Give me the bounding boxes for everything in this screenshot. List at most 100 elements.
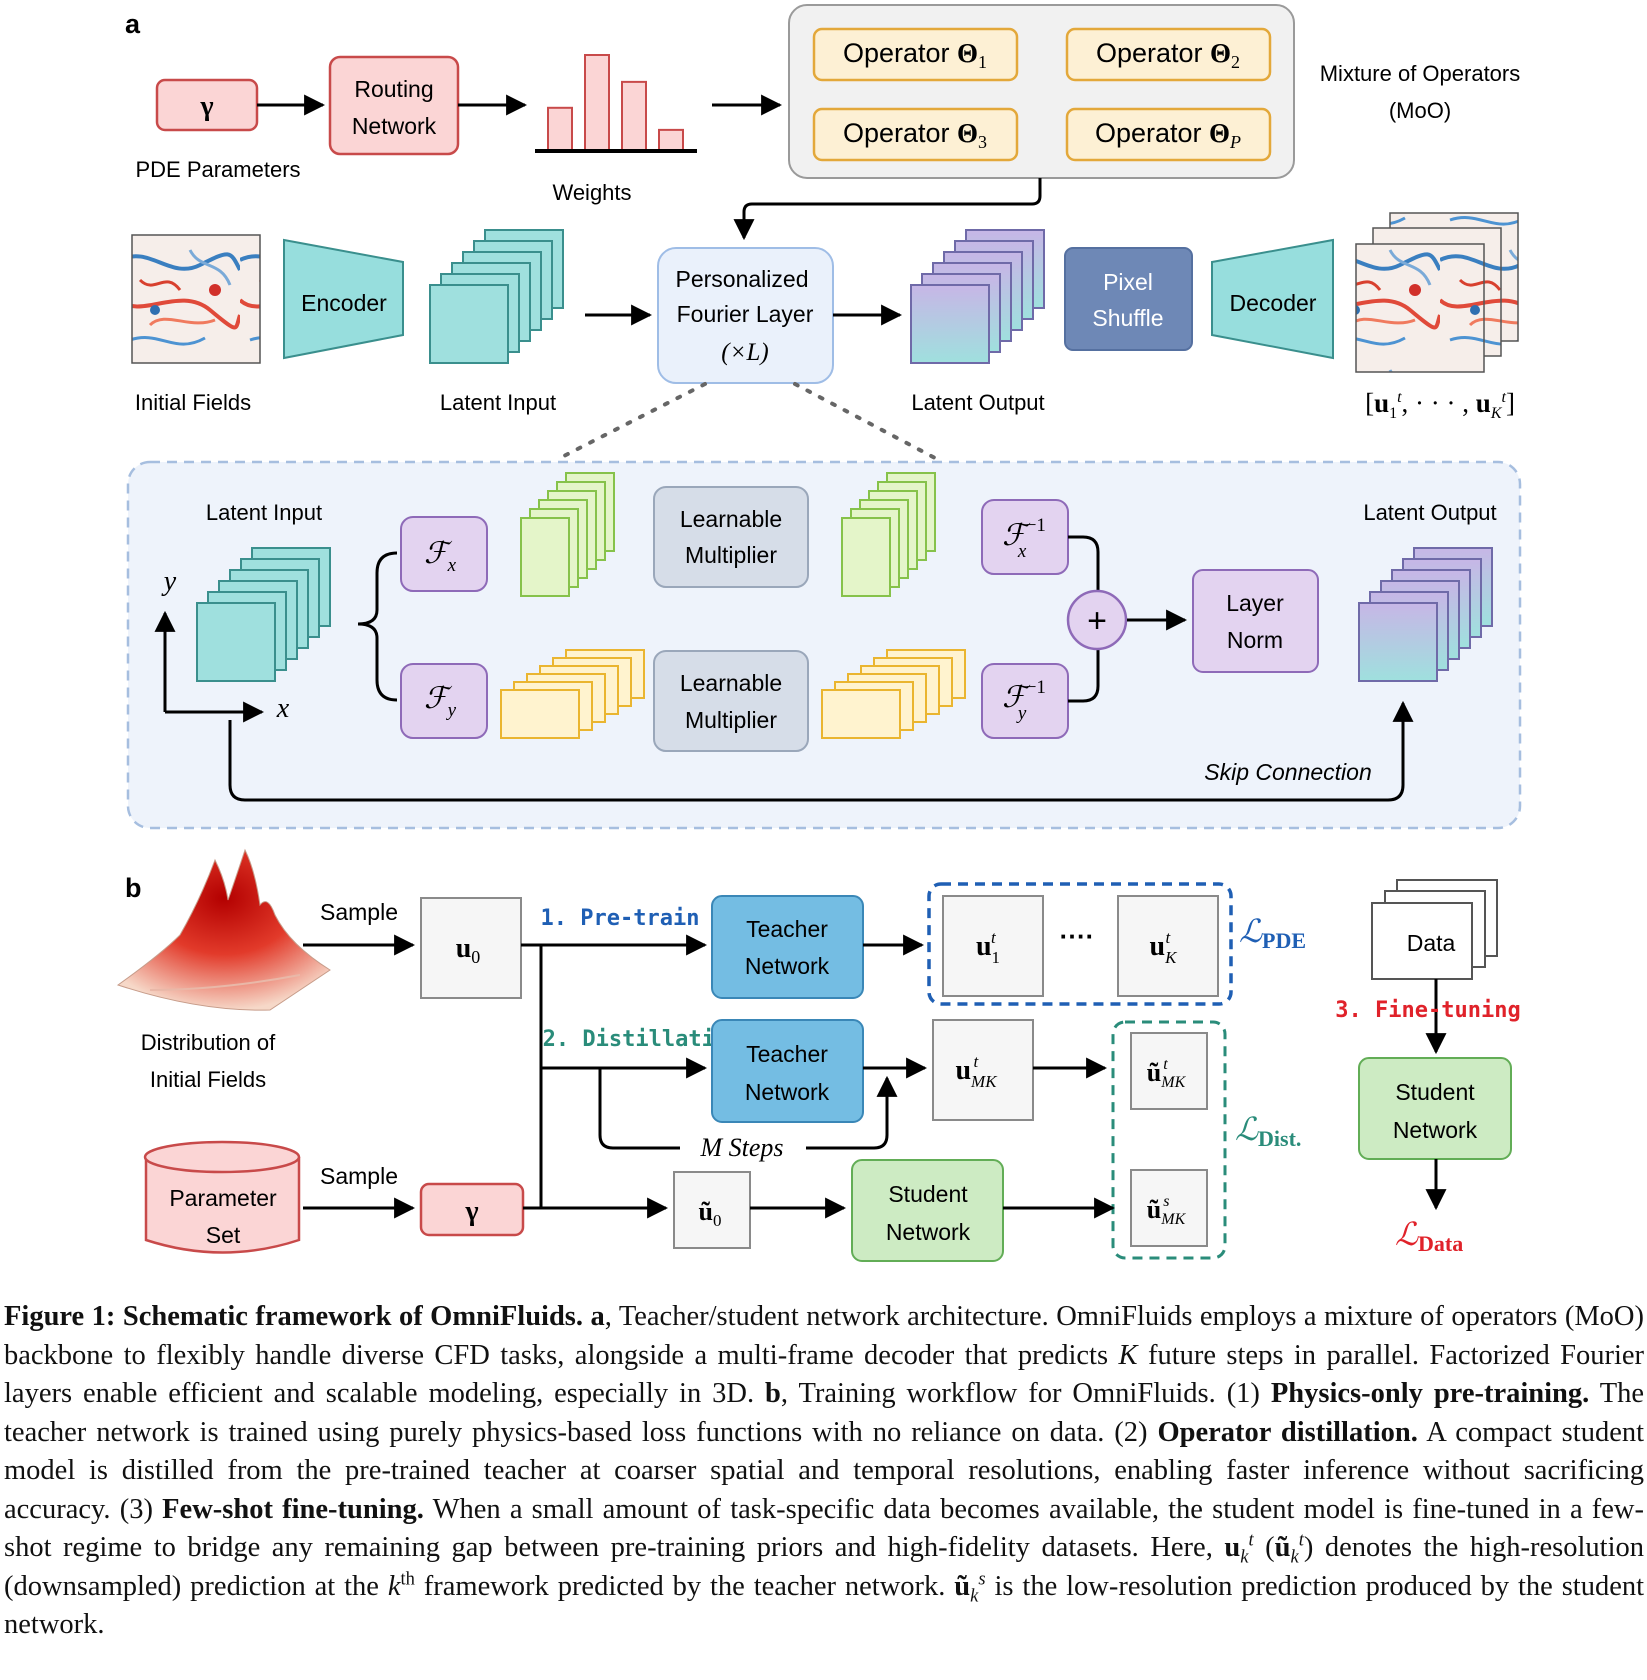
output-fields-stack bbox=[1355, 212, 1519, 373]
encoder-label: Encoder bbox=[301, 290, 387, 316]
teacher-2-line2: Network bbox=[745, 1079, 830, 1105]
caption-s2: A compact student model is distilled fro… bbox=[4, 1416, 1645, 1525]
caption-s2-bold: Operator distillation. bbox=[1157, 1416, 1418, 1448]
loss-pde: ℒPDE bbox=[1239, 913, 1306, 953]
loss-dist: ℒDist. bbox=[1235, 1111, 1301, 1151]
dist-label-line1: Distribution of bbox=[141, 1030, 276, 1055]
student-line1: Student bbox=[888, 1181, 968, 1207]
u0-label: u0 bbox=[456, 933, 481, 967]
u1t-box bbox=[942, 895, 1044, 997]
fy-box bbox=[400, 663, 488, 739]
spectral-x-out-layer bbox=[841, 517, 891, 597]
caption-fig-label: Figure 1: bbox=[4, 1301, 116, 1332]
distill-label: 2. Distillation bbox=[543, 1027, 742, 1052]
student-ft-line2: Network bbox=[1393, 1117, 1478, 1143]
dist-label-line2: Initial Fields bbox=[150, 1067, 266, 1092]
operator-1-label: Operator Θ1 bbox=[843, 38, 987, 72]
merge-x-line bbox=[1068, 535, 1100, 592]
pde-output-group bbox=[927, 882, 1233, 1006]
outputs-label: [u1t, · · · , uKt] bbox=[1365, 388, 1515, 422]
student-network-box bbox=[851, 1159, 1004, 1262]
split-brace bbox=[357, 551, 398, 702]
decoder-shape bbox=[1211, 238, 1334, 360]
weight-bar bbox=[584, 54, 610, 152]
student-ft-line1: Student bbox=[1395, 1079, 1475, 1105]
panel-b-label: b bbox=[125, 873, 142, 903]
u0-tilde-box bbox=[673, 1171, 751, 1249]
umk-down-label: ũMKt bbox=[1147, 1056, 1187, 1091]
arrow-moo-pfl bbox=[733, 178, 1042, 241]
param-set-line2: Set bbox=[206, 1222, 241, 1248]
axis-x-label: x bbox=[276, 693, 290, 724]
teacher-2-line1: Teacher bbox=[746, 1041, 828, 1067]
caption-k-var: K bbox=[1118, 1339, 1138, 1371]
pfl-line3: (×L) bbox=[721, 339, 768, 366]
operator-p-label: Operator ΘP bbox=[1095, 118, 1241, 152]
multiplier-x-box bbox=[653, 486, 809, 588]
routing-network-line2: Network bbox=[352, 113, 437, 139]
multiplier-y-line1: Learnable bbox=[680, 670, 782, 696]
operator-p-box bbox=[1065, 107, 1272, 162]
caption-s1: The teacher network is trained using pur… bbox=[4, 1378, 1644, 1448]
caption-th: th bbox=[400, 1568, 415, 1589]
skip-connection-label: Skip Connection bbox=[1204, 759, 1372, 785]
caption-kth: k bbox=[387, 1570, 401, 1602]
caption-s3: When a small amount of task-specific dat… bbox=[4, 1493, 1644, 1564]
operator-3-label: Operator Θ3 bbox=[843, 118, 987, 152]
teacher-1-line2: Network bbox=[745, 953, 830, 979]
operator-3-box bbox=[812, 107, 1019, 162]
distribution-hills-image bbox=[116, 848, 331, 1011]
parameter-set-cylinder bbox=[143, 1140, 301, 1254]
axis-y-label: y bbox=[161, 566, 177, 597]
umk-student-label: ũMKs bbox=[1147, 1193, 1187, 1228]
decoder-label: Decoder bbox=[1230, 290, 1317, 316]
caption-part-b: , Training workflow for OmniFluids. (1) bbox=[780, 1378, 1260, 1409]
pixel-shuffle-box bbox=[1064, 247, 1193, 351]
student-network-box-ft bbox=[1358, 1057, 1512, 1160]
ukt-box bbox=[1117, 895, 1219, 997]
finetune-label: 3. Fine-tuning bbox=[1335, 998, 1520, 1023]
figure-diagram: a γ PDE Parameters Routing Network Weigh… bbox=[116, 4, 1522, 1262]
spectral-y-stack-out bbox=[821, 649, 966, 739]
sample-label-1: Sample bbox=[320, 899, 398, 925]
moo-label-line2: (MoO) bbox=[1389, 98, 1451, 123]
umk-down-box bbox=[1130, 1032, 1208, 1110]
pde-params-label: PDE Parameters bbox=[135, 157, 300, 182]
layer-norm-box bbox=[1192, 569, 1319, 673]
multiplier-y-line2: Multiplier bbox=[685, 707, 777, 733]
layer-norm-line1: Layer bbox=[1226, 590, 1284, 616]
latent-input-label: Latent Input bbox=[440, 390, 556, 415]
ellipsis: ···· bbox=[1060, 921, 1095, 951]
pixel-shuffle-line1: Pixel bbox=[1103, 269, 1153, 295]
caption-part-a2: future steps in parallel. Factorized Fou… bbox=[4, 1339, 1645, 1410]
umk-teacher-label: uMKt bbox=[955, 1052, 998, 1091]
weight-bar bbox=[547, 106, 573, 153]
detail-latent-input-stack bbox=[196, 547, 331, 682]
m-steps-loop bbox=[598, 1068, 887, 1150]
dist-output-group bbox=[1111, 1020, 1227, 1260]
encoder-shape bbox=[283, 238, 404, 360]
caption-s4: denotes the high-resolution (downsampled… bbox=[4, 1532, 1644, 1602]
zoom-line-left bbox=[558, 382, 707, 460]
detail-latent-output-layer bbox=[1358, 602, 1438, 682]
moo-label-line1: Mixture of Operators bbox=[1320, 61, 1521, 86]
caption-s1-bold: Physics-only pre-training. bbox=[1270, 1378, 1590, 1409]
m-steps-label: M Steps bbox=[699, 1133, 783, 1162]
fx-box bbox=[400, 516, 488, 592]
weights-bar-chart bbox=[547, 54, 684, 153]
operator-2-label: Operator Θ2 bbox=[1096, 38, 1240, 72]
student-line2: Network bbox=[886, 1219, 971, 1245]
param-set-line1: Parameter bbox=[169, 1185, 277, 1211]
detail-latent-input-layer bbox=[196, 602, 276, 682]
u0-box bbox=[420, 897, 522, 999]
sample-label-2: Sample bbox=[320, 1163, 398, 1189]
sum-symbol: + bbox=[1087, 602, 1107, 640]
multiplier-y-box bbox=[653, 650, 809, 752]
loss-data: ℒData bbox=[1395, 1216, 1463, 1256]
initial-fields-label: Initial Fields bbox=[135, 390, 251, 415]
latent-input-layer bbox=[429, 284, 509, 364]
pfl-line1: Personalized bbox=[676, 266, 809, 292]
data-stack bbox=[1371, 879, 1498, 980]
latent-output-label: Latent Output bbox=[911, 390, 1044, 415]
caption-a-label: a bbox=[590, 1301, 605, 1332]
